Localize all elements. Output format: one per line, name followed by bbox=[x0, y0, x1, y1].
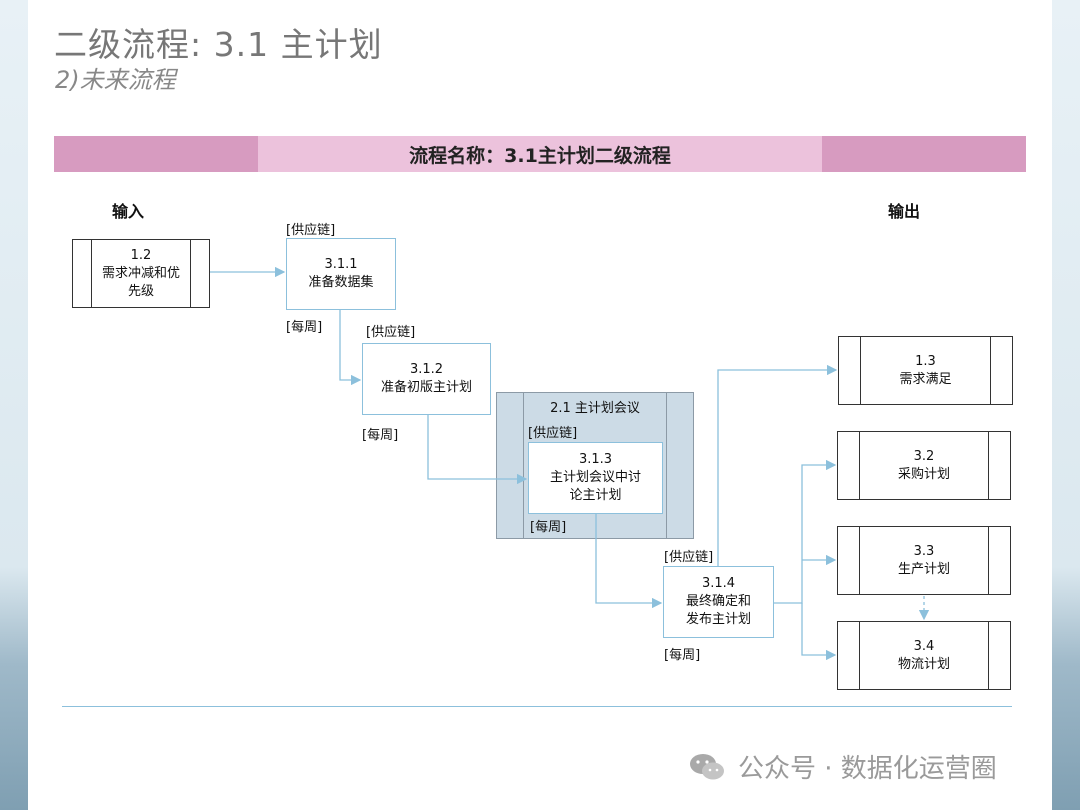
meeting-bar-right bbox=[666, 393, 667, 538]
step-role-3-1-1: [供应链] bbox=[286, 223, 336, 238]
step-freq-3-1-1: [每周] bbox=[286, 320, 323, 335]
output-number: 3.2 bbox=[913, 448, 935, 464]
step-box-3-1-4[interactable]: 3.1.4 最终确定和 发布主计划 bbox=[663, 566, 774, 638]
box-bar-right bbox=[990, 337, 991, 404]
input-number: 1.2 bbox=[130, 247, 152, 263]
step-role-3-1-4: [供应链] bbox=[664, 550, 714, 565]
step-label: 主计划会议中讨 论主计划 bbox=[549, 470, 641, 503]
step-number: 3.1.1 bbox=[324, 257, 358, 272]
process-banner: 流程名称：3.1主计划二级流程 bbox=[54, 136, 1026, 172]
connector-3-1-2-to-3-1-3 bbox=[427, 415, 528, 485]
output-label: 采购计划 bbox=[897, 466, 950, 482]
step-box-3-1-3[interactable]: 3.1.3 主计划会议中讨 论主计划 bbox=[528, 442, 663, 514]
page-subtitle: 2)未来流程 bbox=[55, 66, 176, 94]
output-number: 3.4 bbox=[913, 638, 935, 654]
meeting-bar-left bbox=[523, 393, 524, 538]
input-header: 输入 bbox=[112, 202, 145, 221]
step-freq-3-1-3: [每周] bbox=[530, 520, 567, 535]
step-number: 3.1.2 bbox=[409, 362, 444, 377]
step-label: 最终确定和 发布主计划 bbox=[685, 594, 751, 627]
connector-3-1-3-to-3-1-4 bbox=[595, 514, 663, 609]
box-bar-left bbox=[859, 527, 860, 594]
footer-divider bbox=[62, 706, 1012, 707]
output-box-3-4[interactable]: 3.4 物流计划 bbox=[837, 621, 1011, 690]
output-label: 需求满足 bbox=[899, 371, 952, 387]
box-bar-left bbox=[91, 240, 92, 307]
box-bar-right bbox=[988, 432, 989, 499]
step-label: 准备初版主计划 bbox=[380, 380, 472, 395]
wechat-icon bbox=[690, 753, 724, 779]
step-box-3-1-2[interactable]: 3.1.2 准备初版主计划 bbox=[362, 343, 491, 415]
background-strip-right bbox=[1052, 0, 1080, 810]
step-freq-3-1-2: [每周] bbox=[362, 428, 399, 443]
connector-3-1-4-to-1-3 bbox=[717, 364, 838, 566]
step-label: 准备数据集 bbox=[308, 275, 374, 290]
input-label: 需求冲减和优 先级 bbox=[101, 265, 180, 299]
connector-3-1-4-to-3-2 bbox=[774, 459, 837, 604]
step-box-3-1-1[interactable]: 3.1.1 准备数据集 bbox=[286, 238, 396, 310]
output-label: 生产计划 bbox=[897, 561, 950, 577]
banner-right-block bbox=[822, 136, 1026, 172]
watermark: 公众号 · 数据化运营圈 bbox=[688, 748, 997, 785]
meeting-title: 2.1 主计划会议 bbox=[550, 401, 640, 416]
box-bar-left bbox=[859, 622, 860, 689]
output-label: 物流计划 bbox=[897, 656, 950, 672]
step-role-3-1-2: [供应链] bbox=[366, 325, 416, 340]
output-header: 输出 bbox=[888, 202, 921, 221]
step-freq-3-1-4: [每周] bbox=[664, 648, 701, 663]
output-number: 1.3 bbox=[915, 353, 936, 369]
step-number: 3.1.4 bbox=[701, 576, 736, 591]
box-bar-right bbox=[988, 622, 989, 689]
box-bar-right bbox=[988, 527, 989, 594]
output-number: 3.3 bbox=[913, 543, 935, 559]
step-role-3-1-3: [供应链] bbox=[528, 426, 578, 441]
banner-title: 流程名称：3.1主计划二级流程 bbox=[258, 136, 822, 172]
background-strip-left bbox=[0, 0, 28, 810]
box-bar-left bbox=[859, 432, 860, 499]
output-box-3-2[interactable]: 3.2 采购计划 bbox=[837, 431, 1011, 500]
connector-3-1-4-to-3-4 bbox=[801, 603, 837, 661]
output-box-1-3[interactable]: 1.3 需求满足 bbox=[838, 336, 1013, 405]
box-bar-right bbox=[190, 240, 191, 307]
output-box-3-3[interactable]: 3.3 生产计划 bbox=[837, 526, 1011, 595]
input-box-1-2[interactable]: 1.2 需求冲减和优 先级 bbox=[72, 239, 210, 308]
page-title: 二级流程: 3.1 主计划 bbox=[54, 25, 383, 64]
connector-3-1-1-to-3-1-2 bbox=[339, 310, 362, 386]
step-number: 3.1.3 bbox=[578, 452, 613, 467]
watermark-text: 公众号 · 数据化运营圈 bbox=[738, 754, 997, 784]
banner-left-block bbox=[54, 136, 258, 172]
box-bar-left bbox=[860, 337, 861, 404]
